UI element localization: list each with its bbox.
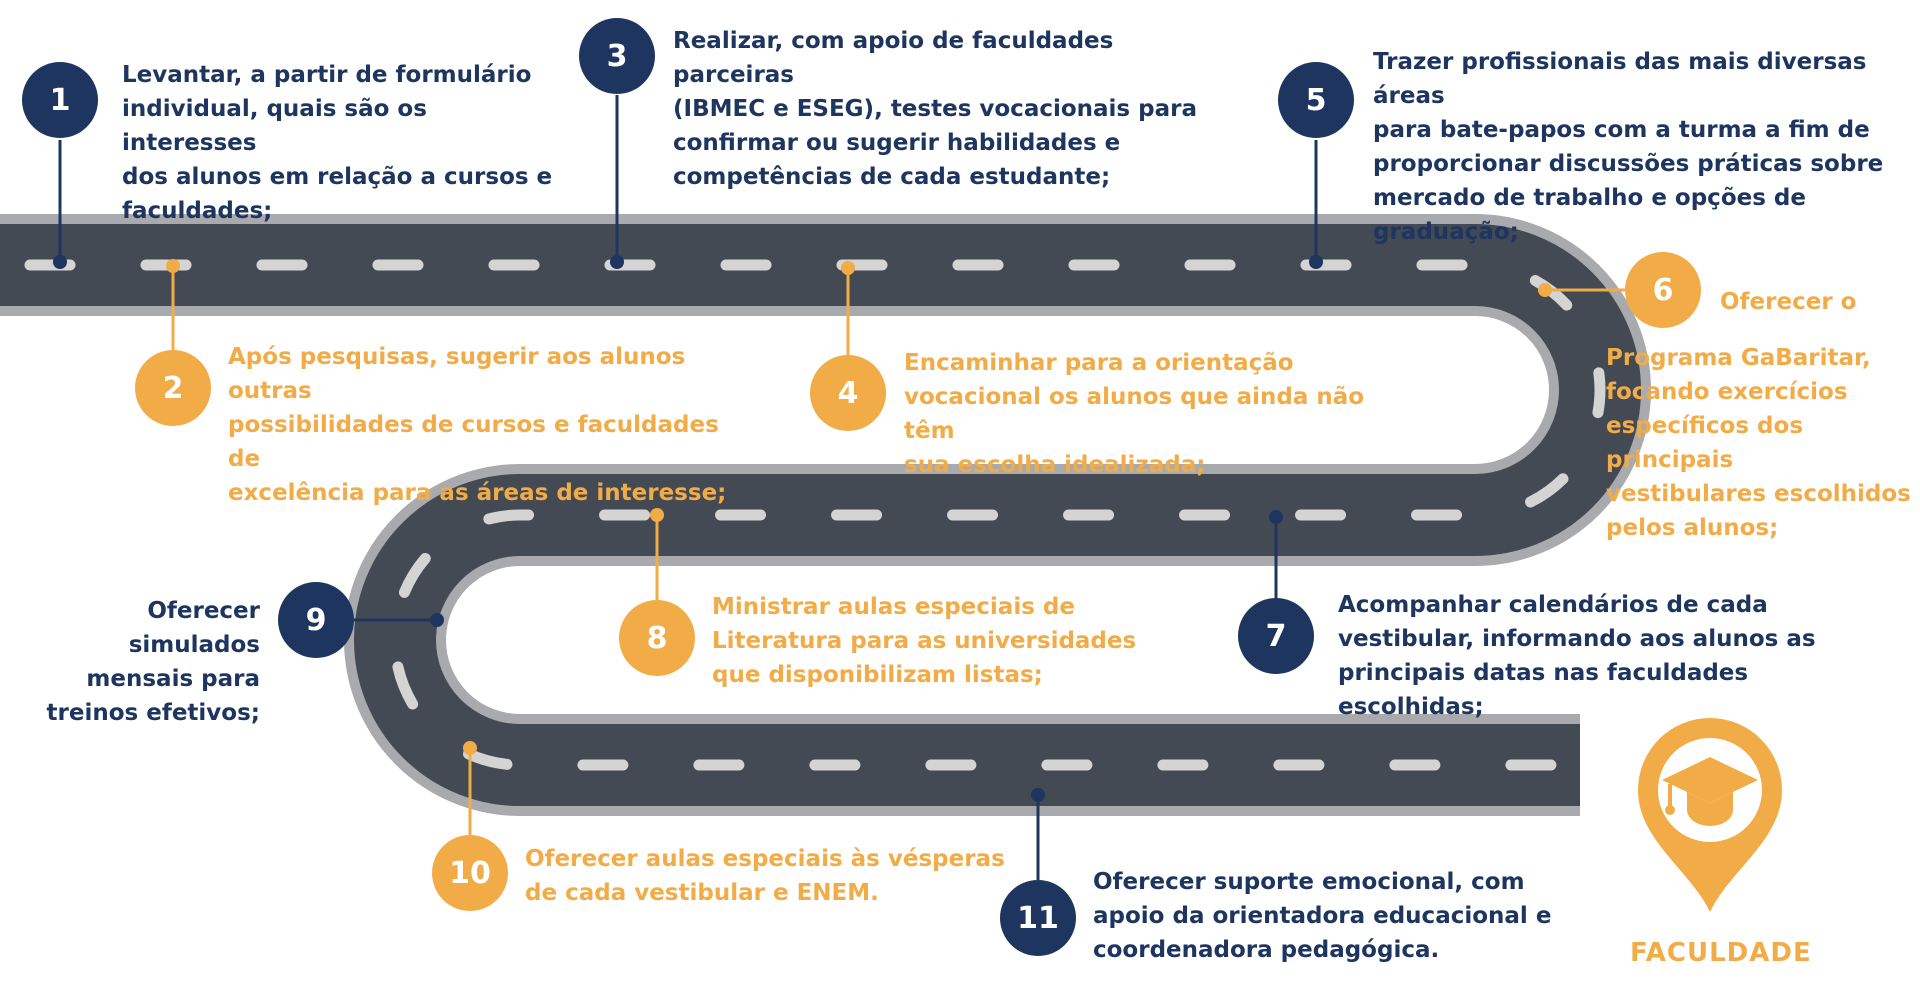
step-5-badge: 5 [1278,62,1354,138]
road-dot-9 [430,613,444,627]
road-dot-6 [1538,283,1552,297]
road-dot-2 [166,259,180,273]
destination-label: FACULDADE [1630,938,1812,968]
step-1-text: Levantar, a partir de formulário individ… [122,62,553,224]
road-dot-1 [53,255,67,269]
step-3-text: Realizar, com apoio de faculdades parcei… [673,28,1197,190]
step-5-text: Trazer profissionais das mais diversas á… [1373,49,1884,245]
step-11-text: Oferecer suporte emocional, com apoio da… [1093,869,1552,963]
step-8-badge: 8 [619,600,695,676]
step-7-text: Acompanhar calendários de cada vestibula… [1338,592,1816,720]
road-lane-dashes [24,259,1606,771]
step-9-text: Oferecer simulados mensais para treinos … [46,598,260,726]
step-6-text-head: Oferecer o [1720,289,1857,315]
step-9-badge: 9 [278,582,354,658]
step-11-badge: 11 [1000,880,1076,956]
step-6-badge: 6 [1625,252,1701,328]
road-dot-5 [1309,255,1323,269]
road-dot-11 [1031,788,1045,802]
step-2-badge: 2 [135,350,211,426]
step-4-text: Encaminhar para a orientação vocacional … [904,350,1365,478]
step-4-badge: 4 [810,355,886,431]
road-dot-8 [650,508,664,522]
road-dot-3 [610,255,624,269]
graduation-cap-pin-icon [1638,718,1782,912]
step-1-badge: 1 [22,62,98,138]
road-dot-4 [841,261,855,275]
step-6-text: Programa GaBaritar, focando exercícios e… [1606,345,1911,541]
step-10-text: Oferecer aulas especiais às vésperas de … [525,846,1005,906]
step-10-badge: 10 [432,835,508,911]
step-7-badge: 7 [1238,598,1314,674]
road-dot-7 [1269,510,1283,524]
step-3-badge: 3 [579,18,655,94]
road-dot-10 [463,741,477,755]
step-2-text: Após pesquisas, sugerir aos alunos outra… [228,344,727,506]
step-8-text: Ministrar aulas especiais de Literatura … [712,594,1137,688]
